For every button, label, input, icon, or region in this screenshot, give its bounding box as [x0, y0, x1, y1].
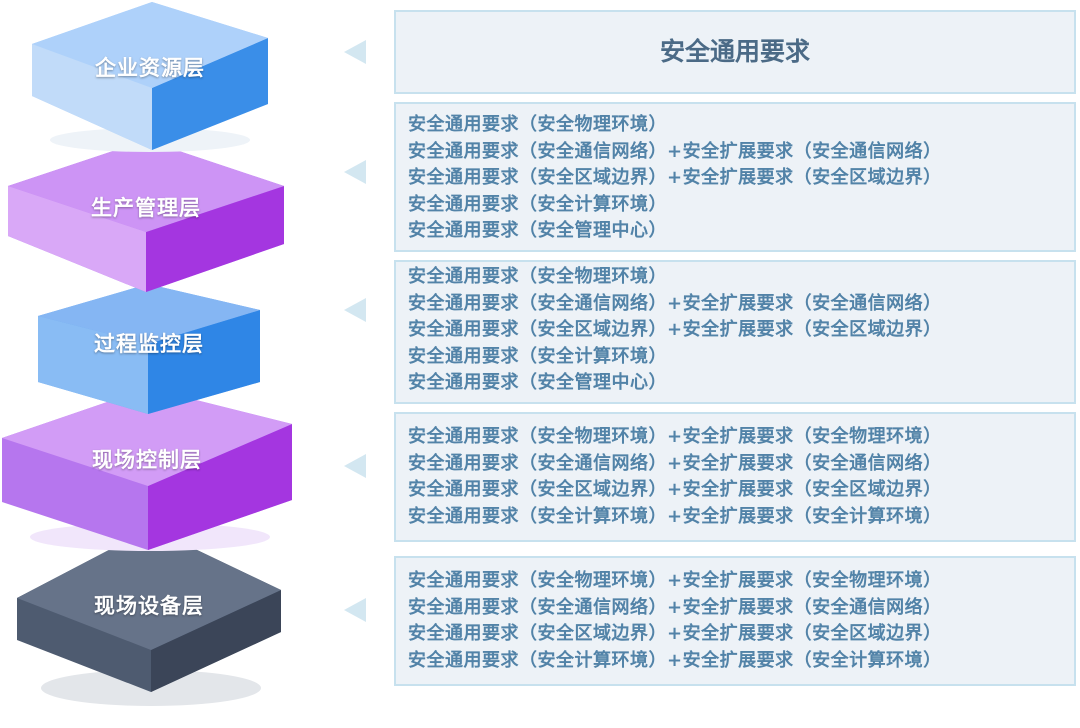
requirement-line: 安全通用要求（安全计算环境）: [408, 193, 667, 215]
layer-enterprise-resource-shape: [32, 2, 268, 152]
requirement-line: 安全通用要求（安全物理环境）: [408, 114, 667, 135]
layer-field-control-shape: [2, 388, 292, 551]
requirement-line: 安全通用要求（安全区域边界）+安全扩展要求（安全区域边界）: [408, 623, 942, 644]
layer-production-management-shape: [8, 140, 284, 292]
layer-label-field-control: 现场控制层: [92, 448, 202, 472]
requirement-line: 安全通用要求（安全物理环境）: [408, 266, 667, 287]
arrow-icon: [344, 298, 366, 322]
requirement-line: 安全通用要求（安全物理环境）+安全扩展要求（安全物理环境）: [408, 570, 942, 591]
panel-process-monitor: 安全通用要求（安全物理环境） 安全通用要求（安全通信网络）+安全扩展要求（安全通…: [394, 260, 1076, 404]
requirement-line: 安全通用要求（安全通信网络）+安全扩展要求（安全通信网络）: [408, 596, 942, 618]
layer-field-control: 现场控制层: [0, 382, 294, 554]
layer-label-enterprise-resource: 企业资源层: [95, 56, 205, 80]
panel-field-control: 安全通用要求（安全物理环境）+安全扩展要求（安全物理环境） 安全通用要求（安全通…: [394, 412, 1076, 542]
layer-field-device: 现场设备层: [15, 520, 283, 710]
arrow-icon: [344, 40, 366, 64]
layer-process-monitor-shape: [38, 284, 260, 414]
requirement-line: 安全通用要求（安全管理中心）: [408, 220, 667, 241]
layer-field-device-shape: [17, 528, 281, 706]
layer-stack-diagram: 现场设备层 现场控制层 过程监控层 生产管理层: [0, 0, 300, 728]
requirement-line: 安全通用要求（安全计算环境）+安全扩展要求（安全计算环境）: [408, 649, 942, 671]
panel-enterprise-resource: 安全通用要求: [394, 10, 1076, 94]
requirement-line: 安全通用要求（安全通信网络）+安全扩展要求（安全通信网络）: [408, 140, 942, 162]
layer-label-production-management: 生产管理层: [91, 196, 201, 220]
requirement-line: 安全通用要求（安全通信网络）+安全扩展要求（安全通信网络）: [408, 452, 942, 474]
arrow-icon: [344, 454, 366, 478]
panel-field-device: 安全通用要求（安全物理环境）+安全扩展要求（安全物理环境） 安全通用要求（安全通…: [394, 556, 1076, 686]
layer-label-field-device: 现场设备层: [94, 594, 204, 618]
requirement-line: 安全通用要求（安全管理中心）: [408, 372, 667, 393]
requirement-line: 安全通用要求（安全物理环境）+安全扩展要求（安全物理环境）: [408, 426, 942, 447]
panel-production-management: 安全通用要求（安全物理环境） 安全通用要求（安全通信网络）+安全扩展要求（安全通…: [394, 102, 1076, 252]
layer-label-process-monitor: 过程监控层: [94, 332, 204, 356]
requirement-line: 安全通用要求（安全通信网络）+安全扩展要求（安全通信网络）: [408, 292, 942, 314]
requirement-line: 安全通用要求（安全区域边界）+安全扩展要求（安全区域边界）: [408, 167, 942, 188]
requirement-line: 安全通用要求（安全区域边界）+安全扩展要求（安全区域边界）: [408, 479, 942, 500]
layer-process-monitor: 过程监控层: [36, 282, 262, 422]
requirement-line: 安全通用要求（安全区域边界）+安全扩展要求（安全区域边界）: [408, 319, 942, 340]
arrow-icon: [344, 598, 366, 622]
panel-title: 安全通用要求: [659, 37, 810, 66]
requirement-line: 安全通用要求（安全计算环境）+安全扩展要求（安全计算环境）: [408, 505, 942, 527]
requirement-line: 安全通用要求（安全计算环境）: [408, 345, 667, 367]
layer-production-management: 生产管理层: [6, 136, 286, 296]
layer-enterprise-resource: 企业资源层: [30, 0, 270, 158]
arrow-icon: [344, 160, 366, 184]
